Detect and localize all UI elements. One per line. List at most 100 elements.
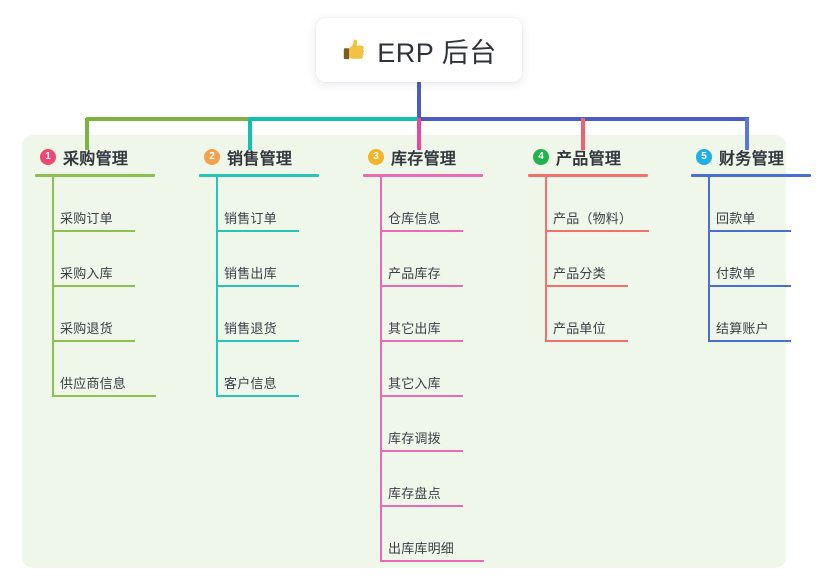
category-title: 销售管理 <box>227 151 293 168</box>
category-header[interactable]: 5 财务管理 <box>691 144 839 170</box>
category-column-inventory: 3 库存管理 仓库信息 产品库存 其它出库 <box>363 144 515 578</box>
list-item[interactable]: 库存盘点 <box>363 452 515 507</box>
leaf-underline <box>710 285 791 287</box>
thumbs-up-icon <box>341 37 367 63</box>
list-item[interactable]: 产品分类 <box>528 232 680 287</box>
list-item[interactable]: 采购退货 <box>35 287 187 342</box>
leaf-underline <box>382 505 463 507</box>
list-item[interactable]: 出库库明细 <box>363 507 515 562</box>
list-item[interactable]: 采购订单 <box>35 177 187 232</box>
list-item[interactable]: 产品（物料） <box>528 177 680 232</box>
leaf-list: 采购订单 采购入库 采购退货 供应商信息 <box>35 177 187 397</box>
category-title: 产品管理 <box>556 151 622 168</box>
category-title: 采购管理 <box>63 151 129 168</box>
category-header[interactable]: 1 采购管理 <box>35 144 187 170</box>
leaf-label: 产品库存 <box>388 266 441 281</box>
category-rule <box>363 174 483 177</box>
list-item[interactable]: 库存调拨 <box>363 397 515 452</box>
leaf-underline <box>54 395 156 397</box>
leaf-label: 其它入库 <box>388 376 441 391</box>
leaf-underline <box>382 395 463 397</box>
leaf-list: 仓库信息 产品库存 其它出库 其它入库 <box>363 177 515 562</box>
category-badge: 2 <box>204 149 220 165</box>
list-item[interactable]: 销售出库 <box>199 232 351 287</box>
leaf-label: 产品单位 <box>553 321 606 336</box>
leaf-label: 采购入库 <box>60 266 113 281</box>
list-item[interactable]: 其它入库 <box>363 342 515 397</box>
column-spine <box>52 177 54 397</box>
leaf-underline <box>547 285 628 287</box>
leaf-underline <box>710 230 791 232</box>
category-header[interactable]: 3 库存管理 <box>363 144 515 170</box>
leaf-label: 结算账户 <box>716 321 769 336</box>
leaf-underline <box>382 450 463 452</box>
list-item[interactable]: 供应商信息 <box>35 342 187 397</box>
leaf-underline <box>218 340 299 342</box>
column-spine <box>545 177 547 342</box>
diagram-panel <box>22 135 786 568</box>
leaf-label: 产品（物料） <box>553 211 633 226</box>
leaf-label: 销售订单 <box>224 211 277 226</box>
list-item[interactable]: 产品单位 <box>528 287 680 342</box>
leaf-underline <box>218 285 299 287</box>
list-item[interactable]: 销售退货 <box>199 287 351 342</box>
category-badge: 3 <box>368 149 384 165</box>
leaf-underline <box>547 340 628 342</box>
list-item[interactable]: 回款单 <box>691 177 839 232</box>
leaf-label: 销售出库 <box>224 266 277 281</box>
list-item[interactable]: 付款单 <box>691 232 839 287</box>
leaf-list: 回款单 付款单 结算账户 <box>691 177 839 342</box>
list-item[interactable]: 客户信息 <box>199 342 351 397</box>
list-item[interactable]: 结算账户 <box>691 287 839 342</box>
category-header[interactable]: 4 产品管理 <box>528 144 680 170</box>
column-spine <box>380 177 382 562</box>
category-column-product: 4 产品管理 产品（物料） 产品分类 产品单位 <box>528 144 680 358</box>
list-item[interactable]: 仓库信息 <box>363 177 515 232</box>
leaf-label: 产品分类 <box>553 266 606 281</box>
leaf-label: 仓库信息 <box>388 211 441 226</box>
leaf-label: 回款单 <box>716 211 756 226</box>
leaf-list: 销售订单 销售出库 销售退货 客户信息 <box>199 177 351 397</box>
list-item[interactable]: 其它出库 <box>363 287 515 342</box>
leaf-label: 库存调拨 <box>388 431 441 446</box>
list-item[interactable]: 采购入库 <box>35 232 187 287</box>
category-column-purchasing: 1 采购管理 采购订单 采购入库 采购退货 <box>35 144 187 413</box>
column-spine <box>708 177 710 342</box>
category-badge: 4 <box>533 149 549 165</box>
category-title: 财务管理 <box>719 151 785 168</box>
leaf-label: 采购订单 <box>60 211 113 226</box>
leaf-underline <box>218 230 299 232</box>
list-item[interactable]: 产品库存 <box>363 232 515 287</box>
leaf-label: 出库库明细 <box>388 541 455 556</box>
category-badge: 1 <box>40 149 56 165</box>
category-header[interactable]: 2 销售管理 <box>199 144 351 170</box>
leaf-underline <box>382 560 484 562</box>
leaf-underline <box>54 340 135 342</box>
leaf-label: 付款单 <box>716 266 756 281</box>
leaf-underline <box>710 340 791 342</box>
leaf-underline <box>382 285 463 287</box>
leaf-label: 库存盘点 <box>388 486 441 501</box>
leaf-label: 客户信息 <box>224 376 277 391</box>
leaf-list: 产品（物料） 产品分类 产品单位 <box>528 177 680 342</box>
leaf-underline <box>547 230 649 232</box>
category-title: 库存管理 <box>391 151 457 168</box>
category-badge: 5 <box>696 149 712 165</box>
category-rule <box>691 174 811 177</box>
column-spine <box>216 177 218 397</box>
root-node-title: ERP 后台 <box>377 37 497 68</box>
leaf-underline <box>382 230 463 232</box>
leaf-underline <box>382 340 463 342</box>
category-rule <box>199 174 319 177</box>
leaf-underline <box>54 230 135 232</box>
leaf-underline <box>218 395 299 397</box>
category-rule <box>35 174 155 177</box>
leaf-underline <box>54 285 135 287</box>
leaf-label: 采购退货 <box>60 321 113 336</box>
root-node-card[interactable]: ERP 后台 <box>316 18 522 82</box>
list-item[interactable]: 销售订单 <box>199 177 351 232</box>
leaf-label: 其它出库 <box>388 321 441 336</box>
leaf-label: 销售退货 <box>224 321 277 336</box>
